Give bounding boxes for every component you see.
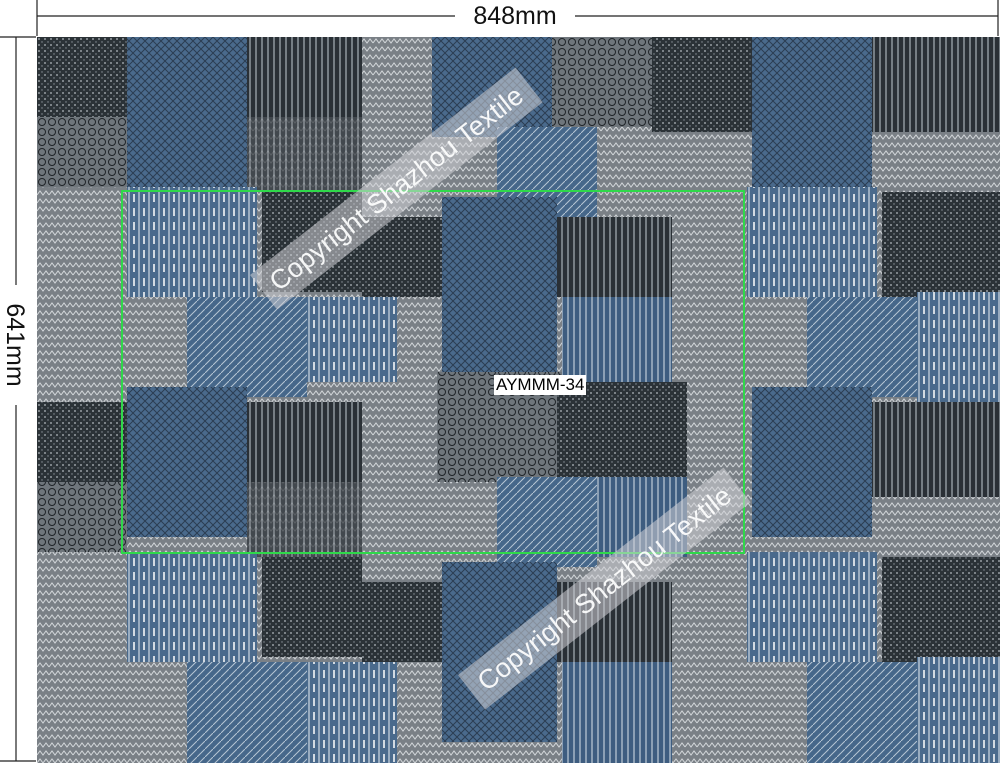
height-label: 641mm [0, 285, 30, 405]
pattern-repeat-outline [121, 190, 745, 554]
width-label: 848mm [455, 2, 575, 30]
pattern-code-label: AYMMM-34 [494, 375, 587, 395]
